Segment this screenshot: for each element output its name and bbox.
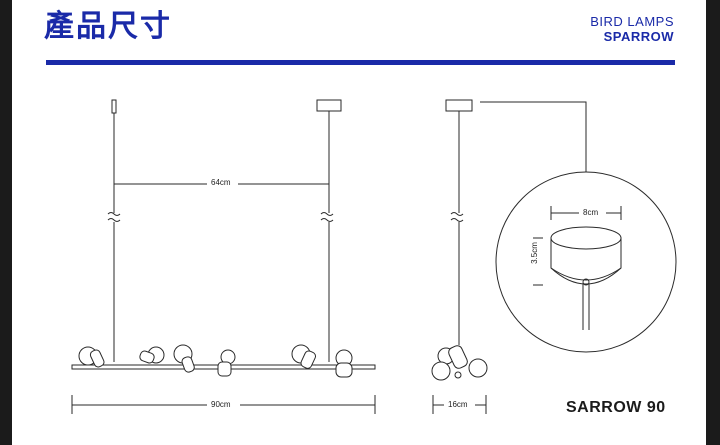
dimension-16: [432, 395, 487, 414]
dimension-label-length: 90cm: [209, 400, 233, 410]
brand-block: BIRD LAMPS SPARROW: [590, 14, 674, 45]
model-name: SARROW 90: [566, 399, 666, 416]
frame-right-edge: [706, 0, 720, 445]
dimension-8: [550, 206, 622, 220]
brand-series: BIRD LAMPS: [590, 14, 674, 29]
dimension-label-span: 64cm: [209, 178, 233, 188]
front-birds: [78, 344, 353, 378]
side-suspension: [445, 99, 473, 345]
dimension-label-canopy-width: 8cm: [581, 208, 601, 218]
brand-model: SPARROW: [603, 29, 674, 44]
front-right-suspension: [316, 99, 342, 362]
detail-leader: [480, 101, 587, 172]
side-birds: [431, 345, 488, 381]
dimension-label-canopy-height: 3.5cm: [529, 241, 540, 265]
dimension-3-5: [533, 237, 543, 286]
header-rule: [46, 60, 675, 65]
front-left-suspension: [107, 99, 121, 362]
dimension-90: [71, 395, 376, 414]
page-title: 產品尺寸: [44, 9, 172, 44]
canopy-detail: [550, 226, 622, 330]
detail-circle: [495, 171, 677, 353]
frame-left-edge: [0, 0, 12, 445]
dimension-label-depth: 16cm: [446, 400, 470, 410]
